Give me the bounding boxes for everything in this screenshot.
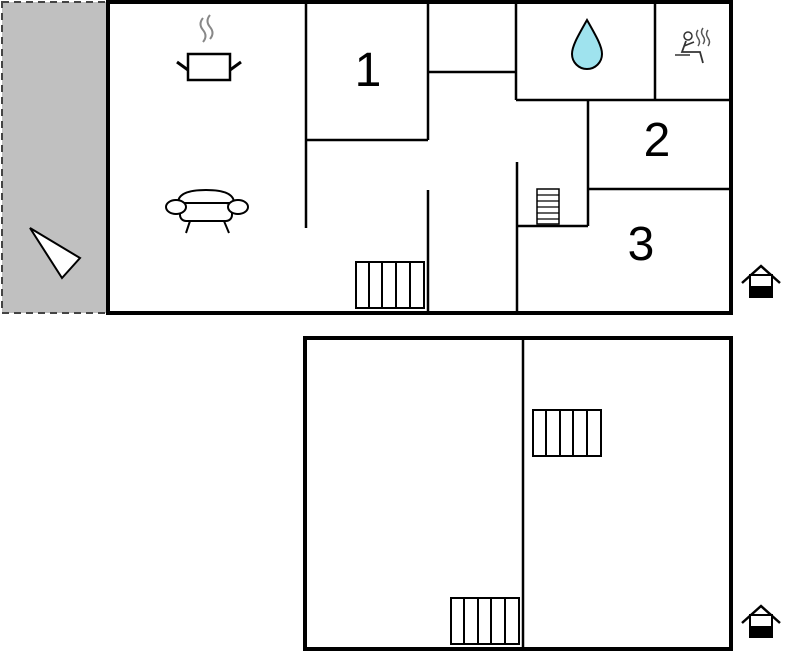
sauna-icon <box>675 27 711 64</box>
entrance-house-icon <box>741 264 781 298</box>
room-label-3: 3 <box>628 218 655 271</box>
room-label-1: 1 <box>355 44 382 97</box>
upper-floor-inner-walls <box>304 2 731 313</box>
room-label-2: 2 <box>644 114 671 167</box>
sofa-icon <box>165 188 249 234</box>
stairs-upper-small <box>536 188 560 225</box>
stairs-lower-upper <box>532 409 602 457</box>
kitchen-pot-icon <box>176 14 242 82</box>
terrace-arrow-icon <box>29 227 82 280</box>
entrance-house-icon <box>741 604 781 638</box>
water-drop-icon <box>570 17 604 70</box>
stairs-upper-main <box>355 261 425 309</box>
stairs-lower-bottom <box>450 597 520 645</box>
